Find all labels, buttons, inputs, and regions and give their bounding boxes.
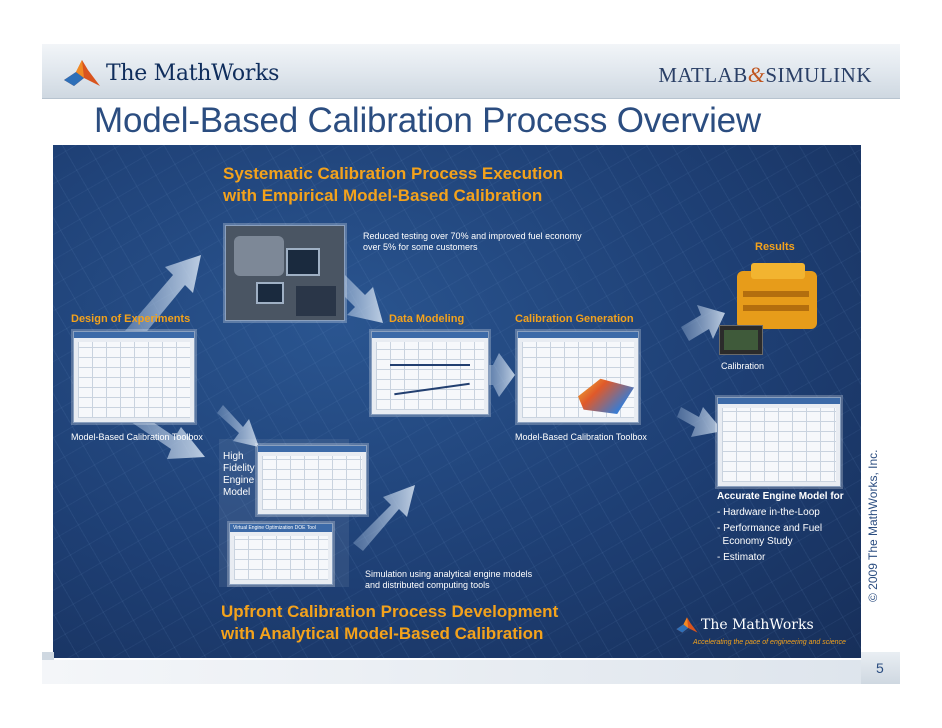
arrow-gen-to-model [677,407,723,437]
results-label: Results [755,241,795,253]
doe-label: Design of Experiments [71,313,191,325]
bottom-heading-line2: with Analytical Model-Based Calibration [221,624,544,643]
process-diagram-panel: Systematic Calibration Process Execution… [53,145,861,658]
hifi-line3: Engine [223,475,255,486]
arrow-model-to-gen [483,353,515,397]
engine-image [731,261,831,339]
panel-tagline: Accelerating the pace of engineering and… [693,639,846,646]
reduced-testing-line2: over 5% for some customers [363,242,478,252]
arrow-doe-to-hifi [217,405,259,447]
footer-left-tab [42,652,54,660]
panel-mathworks-logo: The MathWorks [675,615,814,635]
header-band: The MathWorks MATLAB&SIMULINK [42,44,900,99]
accurate-item-3: Economy Study [717,536,793,547]
arrow-gen-to-results [681,305,725,341]
reduced-testing-line1: Reduced testing over 70% and improved fu… [363,231,582,241]
top-heading-line1: Systematic Calibration Process Execution [223,164,564,183]
flow-arrows [109,255,725,551]
panel-logo-text: The MathWorks [701,617,814,633]
calibration-generation-label: Calibration Generation [515,313,634,325]
hifi-line2: Fidelity [223,463,255,474]
virtual-engine-title: Virtual Engine Optimization DOE Tool [230,524,332,532]
test-cell-photo [225,225,345,321]
accurate-engine-title: Accurate Engine Model for [717,491,844,502]
slide-title: Model-Based Calibration Process Overview [94,101,761,140]
page-number-box [861,652,900,684]
accurate-item-1: - Hardware in-the-Loop [717,507,820,518]
accurate-item-2: - Performance and Fuel [717,523,823,534]
hifi-model-screenshot [257,445,367,515]
membrane-logo-icon [64,60,100,86]
matlab-text: MATLAB [658,63,748,87]
accurate-item-4: - Estimator [717,552,766,563]
calibration-generation-screenshot [517,331,639,423]
ampersand-text: & [747,62,766,87]
calibration-caption: Calibration [721,361,765,371]
panel-membrane-logo-icon [676,617,698,633]
footer-band [42,660,900,684]
mathworks-logo-text: The MathWorks [106,60,280,86]
simulation-line1: Simulation using analytical engine model… [365,569,533,579]
accurate-engine-model-screenshot [717,397,841,487]
simulink-text: SIMULINK [765,63,872,87]
copyright-text: © 2009 The MathWorks, Inc. [866,449,880,602]
arrow-doe-up [113,255,201,353]
ecu-image [719,325,763,355]
simulation-line2: and distributed computing tools [365,580,490,590]
top-heading-line2: with Empirical Model-Based Calibration [223,186,543,205]
mathworks-logo: The MathWorks [62,56,279,90]
data-modeling-label: Data Modeling [389,313,465,325]
data-modeling-screenshot [371,331,489,415]
page-number: 5 [876,660,884,676]
arrow-sim-to-model [353,485,415,551]
mbc-toolbox-left-label: Model-Based Calibration Toolbox [71,432,203,442]
matlab-simulink-logo: MATLAB&SIMULINK [658,62,872,88]
doe-screenshot [73,331,195,423]
bottom-heading-line1: Upfront Calibration Process Development [221,602,559,621]
hifi-line1: High [223,451,244,462]
mbc-toolbox-right-label: Model-Based Calibration Toolbox [515,432,647,442]
virtual-engine-doe-screenshot: Virtual Engine Optimization DOE Tool [229,523,333,585]
hifi-line4: Model [223,487,251,498]
